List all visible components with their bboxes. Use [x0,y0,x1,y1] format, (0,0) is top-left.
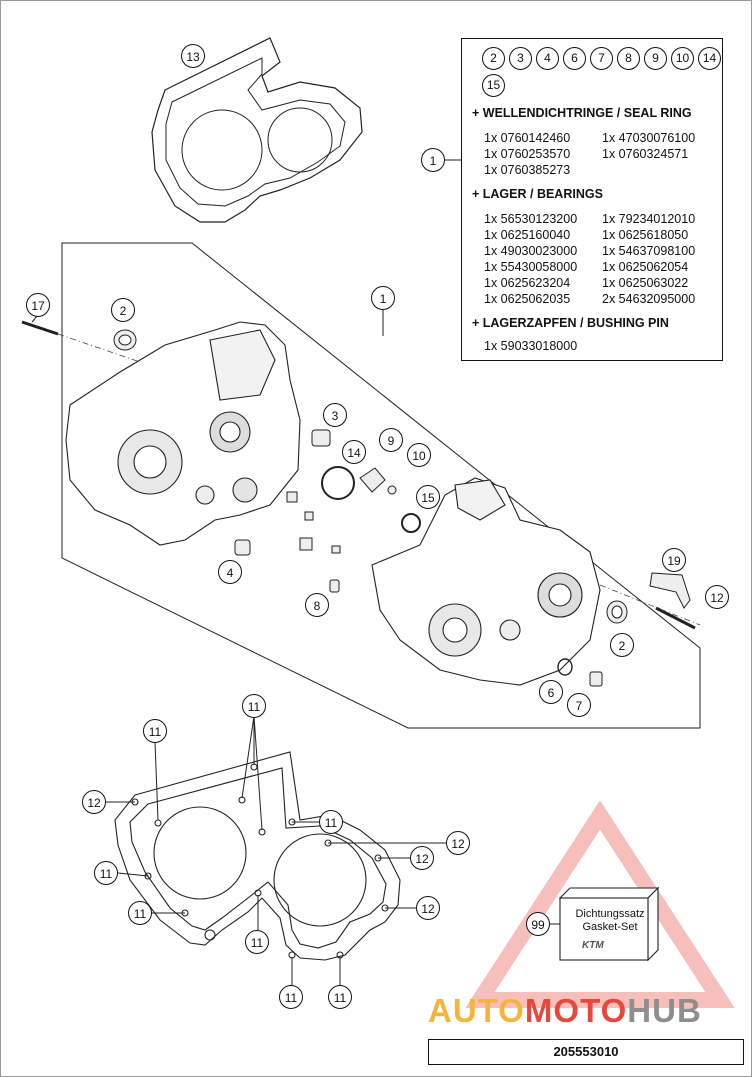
drawing-number: 205553010 [428,1039,744,1065]
seal-ring-heading: + WELLENDICHTRINGE / SEAL RING [472,106,692,120]
callout-11: 11 [319,810,343,834]
part-number: 1x 0760142460 [484,131,571,145]
callout-11: 11 [128,901,152,925]
base-gasket [114,751,401,961]
parts-legend: 2 3 4 6 7 8 9 10 14 15 + WELLENDICHTRING… [461,38,723,361]
legend-circle: 8 [617,47,640,70]
left-crankcase-half [65,321,301,546]
part-number: 1x 56530123200 [484,212,578,226]
callout-12: 12 [705,585,729,609]
part-number: 1x 54637098100 [602,244,696,258]
part-number: 1x 79234012010 [602,212,696,226]
watermark-text: AUTOMOTOHUB [428,992,702,1030]
legend-circle: 15 [482,74,505,97]
part-number: 1x 0760253570 [484,147,571,161]
part-number: 1x 47030076100 [602,131,696,145]
small-parts [21,320,696,687]
seal-ring-parts: 1x 0760142460 1x 47030076100 1x 07602535… [484,130,712,178]
bearings-heading: + LAGER / BEARINGS [472,187,603,201]
part-number [602,162,722,178]
callout-12: 12 [446,831,470,855]
kit-label-en: Gasket-Set [582,921,638,933]
callout-14: 14 [342,440,366,464]
callout-11: 11 [143,719,167,743]
part-number: 1x 0625623204 [484,276,571,290]
legend-circle: 6 [563,47,586,70]
part-number: 1x 0625062054 [602,260,689,274]
watermark-part: HUB [627,992,702,1029]
ktm-logo: KTM [582,940,604,951]
legend-circle: 3 [509,47,532,70]
callout-8: 8 [305,593,329,617]
legend-included-parts: 2 3 4 6 7 8 9 10 14 15 [482,47,722,97]
callout-1: 1 [421,148,445,172]
gasket-kit-box [558,886,660,962]
part-number: 1x 0760324571 [602,147,689,161]
callout-11: 11 [242,694,266,718]
callout-11: 11 [94,861,118,885]
callout-17: 17 [26,293,50,317]
gasket-13-inner [165,57,346,207]
watermark-part: MOTO [524,992,628,1029]
part-number: 1x 0625063022 [602,276,689,290]
callout-12: 12 [416,896,440,920]
callout-13: 13 [181,44,205,68]
callout-15: 15 [416,485,440,509]
callout-11: 11 [245,930,269,954]
part-number: 1x 0625618050 [602,228,689,242]
callout-7: 7 [567,693,591,717]
legend-circle: 7 [590,47,613,70]
callout-12: 12 [410,846,434,870]
callout-10: 10 [407,443,431,467]
callout-2: 2 [111,298,135,322]
callout-2: 2 [610,633,634,657]
callout-11: 11 [279,985,303,1009]
part-number: 1x 0625160040 [484,228,571,242]
callout-9: 9 [379,428,403,452]
gasket-13-outline [151,37,363,223]
bearing-parts: 1x 56530123200 1x 79234012010 1x 0625160… [484,211,712,307]
legend-circle: 14 [698,47,721,70]
part-number: 1x 55430058000 [484,260,578,274]
legend-circle: 4 [536,47,559,70]
right-crankcase-half [371,477,601,686]
part-number: 1x 0760385273 [484,163,571,177]
legend-circle: 10 [671,47,694,70]
watermark-triangle [465,800,735,1008]
callout-3: 3 [323,403,347,427]
part-number: 1x 49030023000 [484,244,578,258]
callout-12: 12 [82,790,106,814]
legend-circle: 2 [482,47,505,70]
watermark-part: AUTO [428,992,525,1029]
callout-4: 4 [218,560,242,584]
part-number: 2x 54632095000 [602,292,696,306]
callout-6: 6 [539,680,563,704]
legend-circle: 9 [644,47,667,70]
kit-label-de: Dichtungssatz [575,908,645,920]
bushing-pin-heading: + LAGERZAPFEN / BUSHING PIN [472,316,669,330]
part-number: 1x 59033018000 [484,339,578,353]
gasket-kit-label: Dichtungssatz Gasket-Set [566,908,654,934]
axis-lines [57,333,701,626]
callout-99: 99 [526,912,550,936]
part-number: 1x 0625062035 [484,292,571,306]
callout-1: 1 [371,286,395,310]
callout-19: 19 [662,548,686,572]
exploded-frame [61,242,701,729]
callout-11: 11 [328,985,352,1009]
